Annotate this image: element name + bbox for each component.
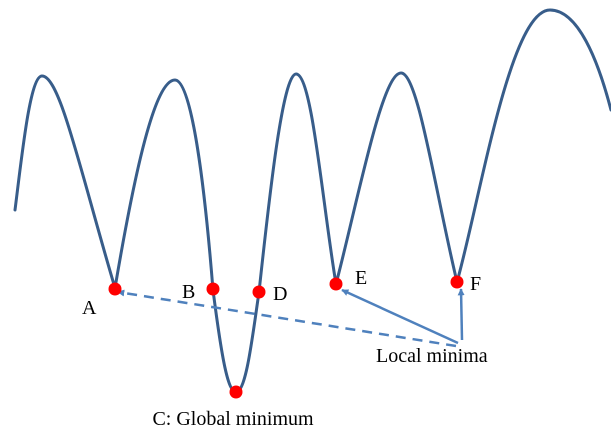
label-f: F [470, 273, 481, 295]
point-f [450, 275, 464, 289]
arrow-to-a [117, 289, 457, 348]
point-e [329, 277, 343, 291]
point-b [206, 282, 220, 296]
label-local-minima: Local minima [376, 345, 488, 367]
label-b: B [182, 281, 195, 303]
point-d [252, 285, 266, 299]
label-e: E [355, 267, 367, 289]
point-c [229, 385, 243, 399]
label-a: A [82, 297, 97, 319]
label-d: D [273, 283, 287, 305]
point-a [108, 282, 122, 296]
label-global-minimum: C: Global minimum [152, 408, 314, 430]
energy-curve [13, 8, 611, 394]
arrow-to-e [341, 288, 459, 345]
arrow-to-f [457, 288, 465, 341]
